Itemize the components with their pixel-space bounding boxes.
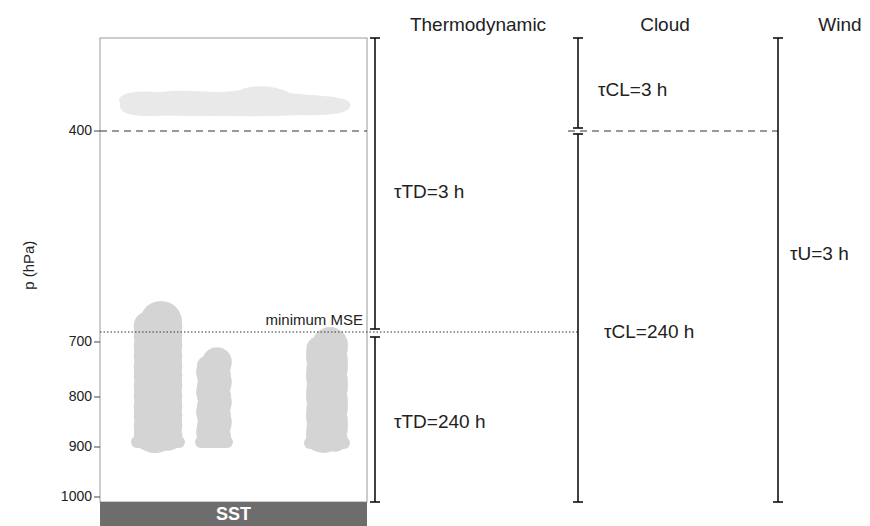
- sst-band: SST: [100, 502, 367, 526]
- band-label: SST: [216, 504, 251, 525]
- line-label: minimum MSE: [265, 312, 363, 329]
- anvil-cloud: [119, 86, 350, 116]
- timescale-label: τTD=240 h: [394, 412, 485, 433]
- column-heading: Cloud: [640, 15, 690, 36]
- tick-label: 400: [69, 123, 92, 138]
- timescale-label: τU=3 h: [790, 244, 849, 265]
- tick-label: 800: [69, 389, 92, 404]
- axis-title: p (hPa): [22, 240, 39, 289]
- column-heading: Wind: [818, 15, 861, 36]
- tick-label: 900: [69, 439, 92, 454]
- timescale-brackets: [370, 38, 783, 502]
- timescale-label: τCL=240 h: [604, 322, 694, 343]
- panel-frame: [100, 38, 367, 502]
- tick-label: 700: [69, 334, 92, 349]
- axis-ticks: [94, 131, 100, 497]
- level-400-line: [100, 130, 778, 131]
- timescale-label: τCL=3 h: [598, 80, 667, 101]
- timescale-label: τTD=3 h: [394, 182, 464, 203]
- tick-label: 1000: [61, 489, 92, 504]
- minimum-mse-line: [100, 331, 578, 332]
- column-heading: Thermodynamic: [410, 15, 546, 36]
